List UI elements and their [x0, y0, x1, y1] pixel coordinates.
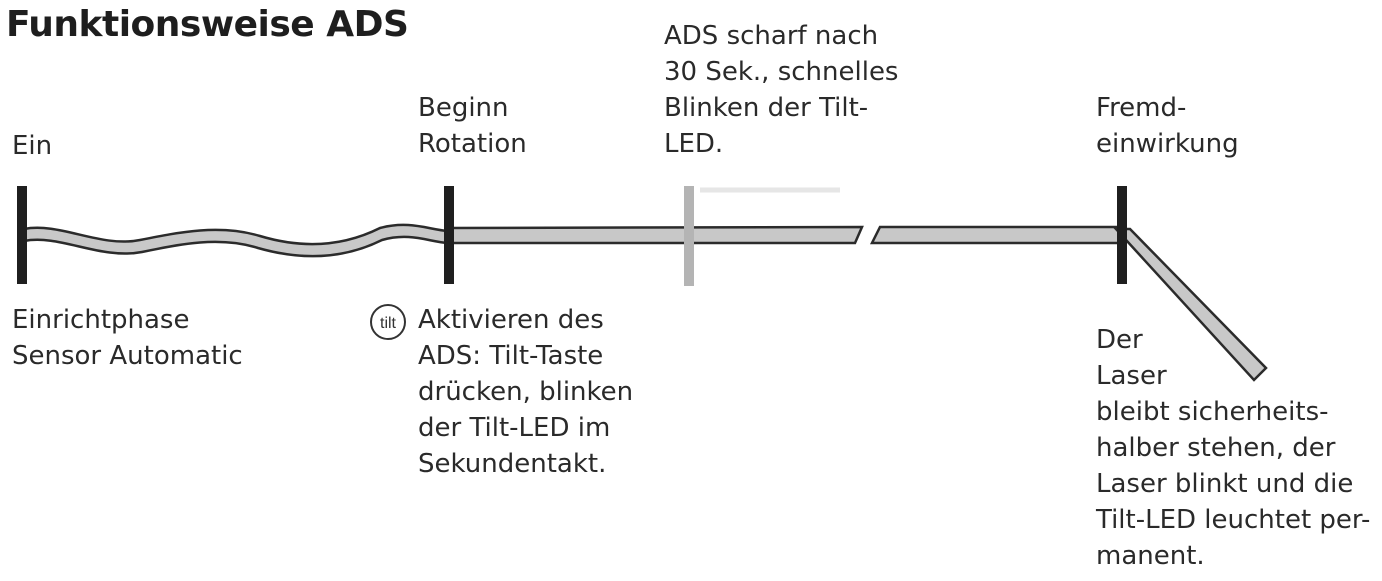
marker-fremdeinwirkung	[1117, 186, 1127, 284]
label-aktivieren-ads: Aktivieren des ADS: Tilt-Taste drücken, …	[418, 305, 634, 479]
marker-beginn-rotation	[444, 186, 454, 284]
marker-ein	[17, 186, 27, 284]
diagram-title: Funktionsweise ADS	[6, 4, 409, 45]
label-beginn-rotation: Beginn Rotation	[418, 93, 527, 159]
marker-ads-scharf	[684, 186, 694, 286]
label-ein: Ein	[12, 131, 53, 161]
label-fremdeinwirkung: Fremd- einwirkung	[1096, 93, 1239, 159]
straight-beam-continued	[869, 225, 1122, 245]
tilt-button-icon: tilt	[370, 304, 406, 340]
tilt-icon-text: tilt	[380, 315, 397, 332]
label-einrichtphase: Einrichtphase Sensor Automatic	[12, 305, 243, 371]
wavy-beam-setup-phase	[22, 223, 450, 258]
label-laser-stehen: Der Laser bleibt sicherheits- halber ste…	[1096, 325, 1371, 571]
label-ads-scharf: ADS scharf nach 30 Sek., schnelles Blink…	[664, 21, 899, 159]
straight-beam-rotation	[446, 225, 864, 245]
